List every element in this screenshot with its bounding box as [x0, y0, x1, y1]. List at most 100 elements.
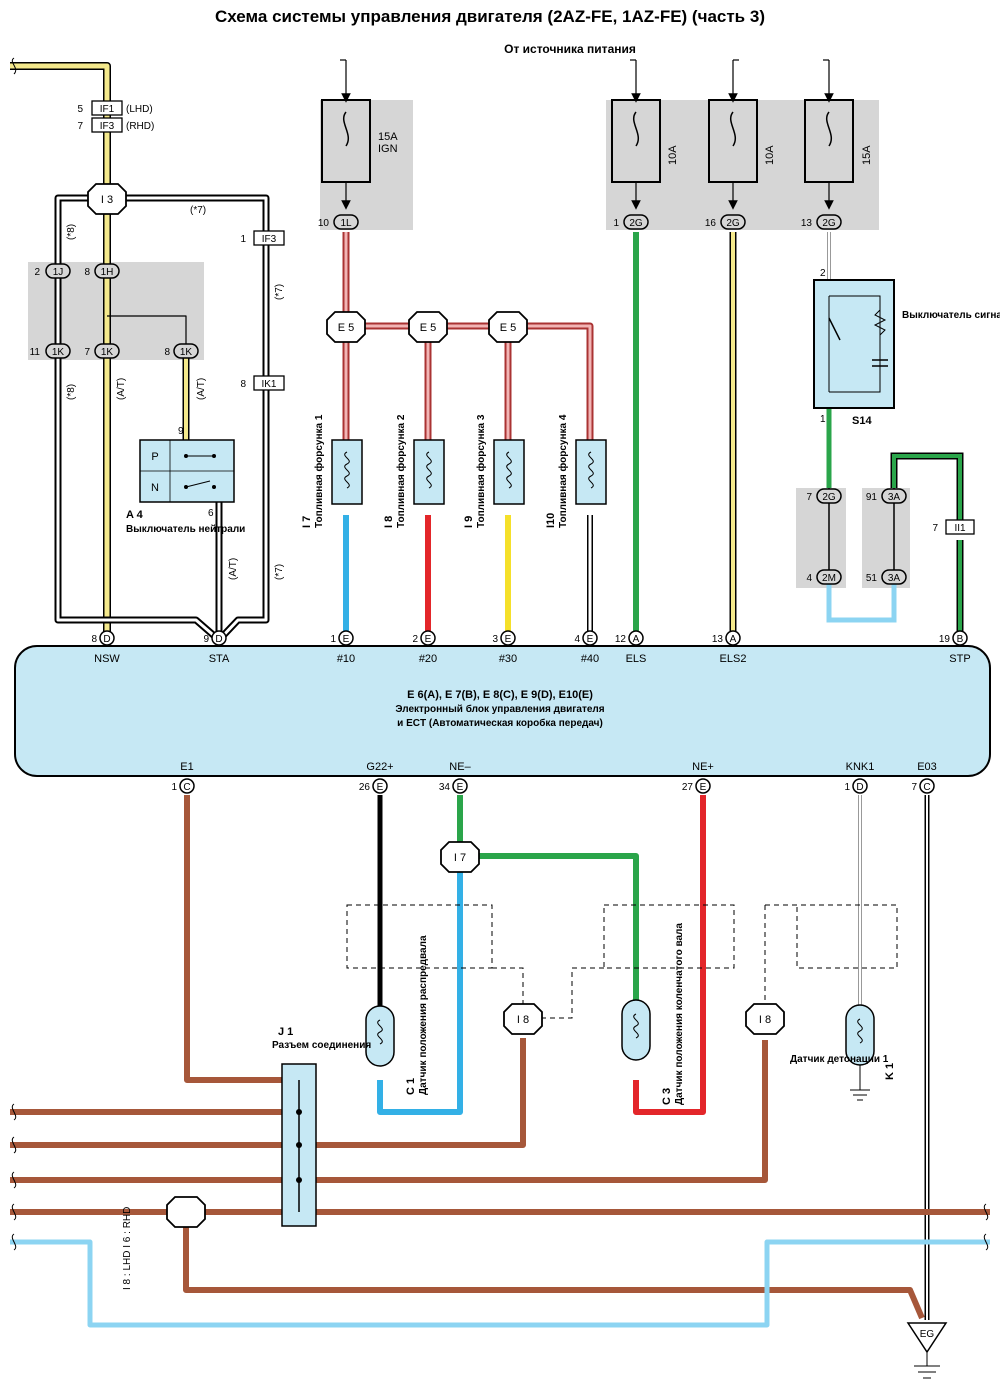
conn-3a-top-id: 3A — [888, 492, 901, 503]
ecu-bottom-pin-number-4: 1 — [844, 782, 850, 793]
junction-e5-2: E 5 — [420, 322, 437, 334]
ecu-top-pin-number-8: 19 — [939, 634, 951, 645]
note-star7-mid: (*7) — [274, 284, 285, 300]
fuse-1-rating: 15A — [378, 131, 398, 143]
injector-3-name: Топливная форсунка 3 — [475, 414, 487, 528]
injector-3-id: I 9 — [463, 516, 475, 528]
right-round-connectors — [816, 488, 907, 585]
ecu-bottom-pin-number-3: 27 — [682, 782, 694, 793]
ecu-bottom-pin-0 — [179, 778, 195, 794]
ecu-top-pin-letter-3: E — [425, 634, 432, 645]
if1-id: IF1 — [100, 104, 115, 115]
diagram-title: Схема системы управления двигателя (2AZ-… — [215, 7, 765, 26]
connector-ik1 — [253, 375, 285, 391]
neutral-switch — [139, 439, 235, 503]
injector-1-id: I 7 — [301, 516, 313, 528]
ik1-id: IK1 — [261, 379, 276, 390]
fuse-2-connector: 2G — [629, 218, 643, 229]
fuse-1-pin: 10 — [318, 218, 330, 229]
junction-i8-i6 — [166, 1196, 206, 1228]
ecu-bottom-pin-4 — [852, 778, 868, 794]
neutral-switch-pin-in: 9 — [178, 426, 184, 437]
fuse-4-connector: 2G — [822, 218, 836, 229]
sensor-c1-name: Датчик положения распредвала — [418, 935, 429, 1095]
ecu-top-pin-letter-0: D — [103, 634, 110, 645]
wire-yellow-nsw — [10, 62, 190, 640]
note-star8-top: (*8) — [66, 224, 77, 240]
ecu-top-pin-letter-1: D — [215, 634, 222, 645]
brake-switch-id: S14 — [852, 415, 872, 427]
fuse-1-connector: 1L — [340, 218, 352, 229]
brake-switch-pin-top: 2 — [820, 268, 826, 279]
ecu-top-pin-letter-7: A — [730, 634, 737, 645]
shield-dashed-lines — [346, 904, 898, 1019]
ecu-line3: и ECT (Автоматическая коробка передач) — [397, 717, 603, 729]
ecu-top-pin-label-5: #40 — [581, 653, 599, 665]
ecu-top-pin-label-4: #30 — [499, 653, 517, 665]
ecu-top-pin-0 — [99, 630, 115, 646]
ecu-bottom-pin-label-0: E1 — [180, 761, 193, 773]
power-source-label: От источника питания — [504, 42, 636, 56]
wire-break-marks — [11, 57, 989, 1251]
j1-name: Разъем соединения — [272, 1040, 371, 1051]
wire-lower-section — [10, 795, 990, 1328]
neutral-switch-id: A 4 — [126, 509, 144, 521]
ecu-bottom-pin-2 — [452, 778, 468, 794]
ecu-line1: E 6(A), E 7(B), E 8(C), E 9(D), E10(E) — [407, 689, 593, 701]
fuse-1 — [321, 99, 371, 210]
fuse-4 — [804, 99, 854, 210]
neutral-switch-pin-out: 6 — [208, 508, 214, 519]
conn-1k-c-pin: 8 — [164, 347, 170, 358]
ecu-top-pin-label-7: ELS2 — [720, 653, 747, 665]
connector-if3-right — [253, 230, 285, 246]
conn-1k-b-pin: 7 — [84, 347, 90, 358]
junction-e5-3: E 5 — [500, 322, 517, 334]
if3-right-pin: 1 — [240, 234, 246, 245]
conn-ii1-id: II1 — [954, 523, 966, 534]
wire-black-sta — [54, 194, 270, 643]
fuse-1-circuit: IGN — [378, 143, 398, 155]
ecu-bottom-pin-number-0: 1 — [171, 782, 177, 793]
ecu-bottom-pin-letter-5: C — [923, 782, 930, 793]
wire-injector-outputs — [343, 515, 593, 632]
ecu-bottom-pin-label-4: KNK1 — [846, 761, 875, 773]
wire-brake-circuit — [826, 232, 964, 632]
if1-note: (LHD) — [126, 104, 153, 115]
conn-1k-a-pin: 11 — [30, 347, 41, 358]
brake-switch — [813, 279, 895, 409]
note-star7-top: (*7) — [190, 205, 206, 216]
ecu-bottom-pin-label-2: NE– — [449, 761, 471, 773]
ecu-top-pin-letter-5: E — [587, 634, 594, 645]
sensor-k1-name: Датчик детонации 1 — [790, 1054, 889, 1065]
ecu-bottom-pin-label-1: G22+ — [366, 761, 393, 773]
injector-1-name: Топливная форсунка 1 — [313, 414, 325, 528]
junction-i8-a: I 8 — [517, 1014, 529, 1026]
ecu-bottom-pin-letter-3: E — [700, 782, 707, 793]
junction-e5-1: E 5 — [338, 322, 355, 334]
lhd-rhd-note: I 8 : LHD I 6 : RHD — [122, 1207, 133, 1290]
ecu-top-pin-3 — [420, 630, 436, 646]
note-at-2: (A/T) — [196, 378, 207, 400]
ecu-bottom-pin-letter-1: E — [377, 782, 384, 793]
conn-3a-top-pin: 91 — [866, 492, 878, 503]
ik1-pin: 8 — [240, 379, 246, 390]
ecu-bottom-pin-letter-0: C — [183, 782, 190, 793]
ecu-bottom-pin-number-5: 7 — [911, 782, 917, 793]
connector-ii1 — [945, 519, 975, 535]
fuse-2-rating: 10A — [667, 145, 679, 165]
ecu-top-pin-number-3: 2 — [412, 634, 418, 645]
ecu-bottom-pin-letter-2: E — [457, 782, 464, 793]
j1-id: J 1 — [278, 1026, 293, 1038]
neutral-switch-name: Выключатель нейтрали — [126, 524, 245, 535]
ecu-line2: Электронный блок управления двигателя — [395, 703, 604, 715]
ecu-bottom-pin-number-1: 26 — [359, 782, 371, 793]
sensor-c3-id: C 3 — [661, 1088, 673, 1105]
sensor-c3-name: Датчик положения коленчатого вала — [674, 923, 685, 1105]
junction-i7-lower — [440, 841, 480, 873]
wire-pink-injector-feed — [342, 232, 594, 440]
ecu-bottom-pin-number-2: 34 — [439, 782, 451, 793]
if3-pin: 7 — [77, 121, 83, 132]
fuse-2-pin: 1 — [613, 218, 619, 229]
